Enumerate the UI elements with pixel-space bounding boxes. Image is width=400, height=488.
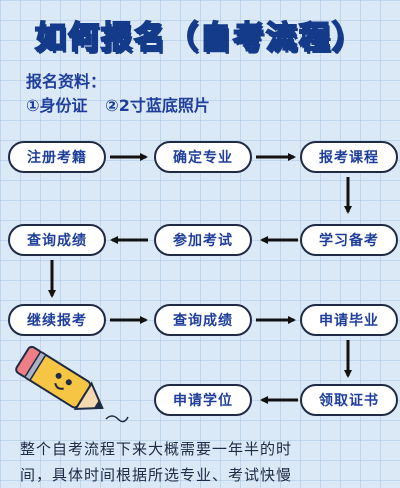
step-continue-registering: 继续报考 (8, 304, 106, 336)
material-id-card: ①身份证 (26, 96, 88, 115)
flow-arrows (48, 153, 352, 404)
step-check-scores-2: 查询成绩 (154, 304, 252, 336)
materials-list: ①身份证 ②2寸蓝底照片 (26, 94, 222, 118)
pencil-mascot-icon (15, 345, 129, 423)
step-take-exam: 参加考试 (154, 224, 252, 256)
summary-text: 整个自考流程下来大概需要一年半的时 间，具体时间根据所选专业、考试快慢 (20, 436, 390, 488)
step-check-scores: 查询成绩 (8, 224, 106, 256)
step-study-prepare: 学习备考 (300, 224, 398, 256)
material-photo: ②2寸蓝底照片 (105, 96, 210, 115)
summary-line-2: 间，具体时间根据所选专业、考试快慢 (20, 466, 293, 484)
materials-label: 报名资料： (26, 72, 107, 91)
summary-line-1: 整个自考流程下来大概需要一年半的时 (20, 440, 293, 458)
page-title: 如何报名（自考流程） (34, 19, 365, 57)
step-receive-certificate: 领取证书 (300, 384, 398, 416)
registration-materials: 报名资料： ①身份证 ②2寸蓝底照片 (26, 70, 222, 118)
step-apply-graduation: 申请毕业 (300, 304, 398, 336)
step-register-courses: 报考课程 (300, 141, 398, 173)
step-choose-major: 确定专业 (154, 141, 252, 173)
step-apply-degree: 申请学位 (154, 384, 252, 416)
step-register-enrollment: 注册考籍 (8, 141, 106, 173)
